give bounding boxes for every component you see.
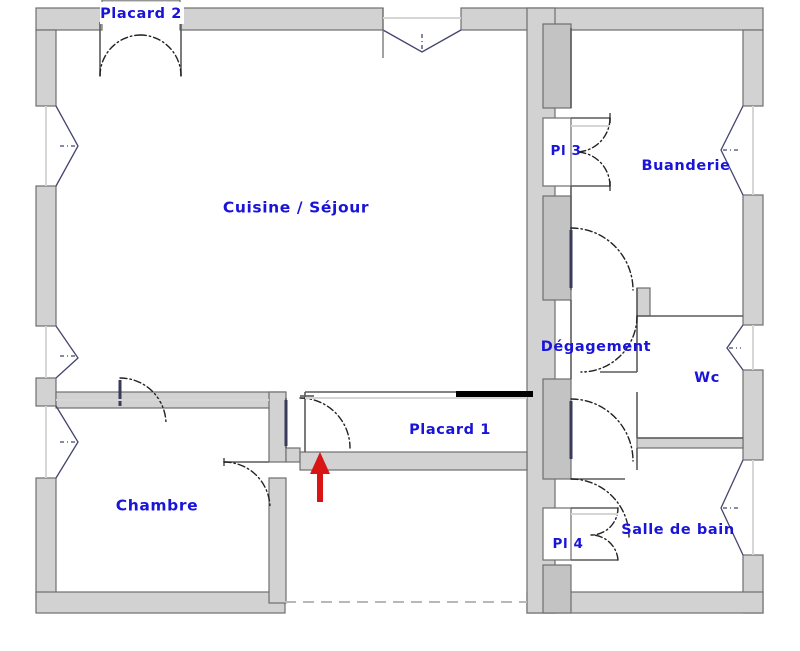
window-right-buanderie-leaves bbox=[720, 105, 744, 196]
wall-right-a bbox=[742, 29, 764, 107]
wall-bottom-left bbox=[35, 591, 286, 614]
wall-right-c bbox=[742, 369, 764, 461]
room-label-pl-3: Pl 3 bbox=[550, 143, 581, 159]
window-top-center-leaves bbox=[382, 29, 462, 53]
swing-chambre-door-lower bbox=[223, 461, 271, 509]
swing-degagement-lower-door bbox=[570, 398, 634, 462]
windows-group bbox=[55, 8, 744, 556]
swing-placard2-left bbox=[99, 34, 142, 77]
room-label-placard-2: Placard 2 bbox=[100, 6, 182, 22]
wall-left-c bbox=[35, 377, 57, 407]
pillars-group bbox=[542, 23, 572, 614]
window-right-buanderie bbox=[720, 105, 744, 196]
window-left-chambre bbox=[55, 405, 79, 479]
label-chip-placard-2 bbox=[100, 2, 184, 24]
wall-top-left-a bbox=[35, 7, 103, 31]
wall-chambre-right-upper bbox=[268, 391, 287, 463]
pillar-spine-4 bbox=[542, 564, 572, 614]
swing-wc-door bbox=[580, 315, 638, 373]
door-leaves-group bbox=[118, 230, 573, 459]
room-label-wc: Wc bbox=[694, 370, 720, 386]
window-right-wc bbox=[726, 324, 744, 371]
entrance-direction-arrow bbox=[310, 452, 330, 502]
wall-right-b bbox=[742, 194, 764, 326]
room-labels-group: Placard 2 Cuisine / Séjour Chambre Buand… bbox=[100, 2, 735, 552]
pillar-spine-1 bbox=[542, 23, 572, 109]
room-label-degagement: Dégagement bbox=[541, 339, 651, 355]
niche-pl4 bbox=[542, 507, 572, 561]
swing-pl4-lower bbox=[590, 534, 619, 561]
window-left-lower-leaves bbox=[55, 325, 79, 379]
room-label-buanderie: Buanderie bbox=[641, 158, 730, 174]
wall-top-right bbox=[460, 7, 764, 31]
pillar-spine-2 bbox=[542, 195, 572, 301]
swing-pl3-upper bbox=[575, 117, 611, 153]
window-left-lower bbox=[55, 325, 79, 379]
window-left-upper-leaves bbox=[55, 105, 79, 187]
room-label-pl-4: Pl 4 bbox=[552, 536, 583, 552]
pillar-spine-3 bbox=[542, 378, 572, 480]
entrance-arrow-head bbox=[310, 452, 330, 474]
wall-top-mid bbox=[179, 7, 384, 31]
wall-placard1-bottom bbox=[299, 451, 528, 471]
swing-sdb-door bbox=[570, 478, 630, 538]
window-left-chambre-leaves bbox=[55, 405, 79, 479]
swing-pl4-upper bbox=[590, 507, 619, 536]
swing-pl3-lower bbox=[575, 151, 611, 187]
wall-wc-sdb-divider bbox=[636, 437, 744, 449]
room-label-salle-de-bain: Salle de bain bbox=[621, 522, 735, 538]
wall-left-b bbox=[35, 185, 57, 327]
window-right-wc-leaves bbox=[726, 324, 744, 371]
window-top-center bbox=[382, 8, 462, 58]
niche-pl3 bbox=[542, 117, 572, 187]
wall-left-d bbox=[35, 477, 57, 601]
swing-chambre-door-upper bbox=[119, 377, 167, 425]
room-label-placard-1: Placard 1 bbox=[409, 422, 491, 438]
window-right-sdb-leaves bbox=[720, 459, 744, 556]
wall-buanderie-degagement-jog bbox=[636, 287, 651, 317]
sill-lines-group bbox=[45, 17, 754, 603]
room-label-chambre: Chambre bbox=[116, 497, 198, 515]
swing-buanderie-door bbox=[570, 227, 634, 291]
wall-chambre-right-lower bbox=[268, 477, 287, 604]
window-right-sdb bbox=[720, 459, 744, 556]
swing-placard2-right bbox=[140, 34, 182, 77]
window-left-upper bbox=[55, 105, 79, 187]
wall-left-a bbox=[35, 29, 57, 107]
room-label-cuisine-sejour: Cuisine / Séjour bbox=[223, 199, 369, 217]
walls-group bbox=[35, 0, 764, 614]
wall-chambre-door-jog bbox=[285, 447, 301, 463]
